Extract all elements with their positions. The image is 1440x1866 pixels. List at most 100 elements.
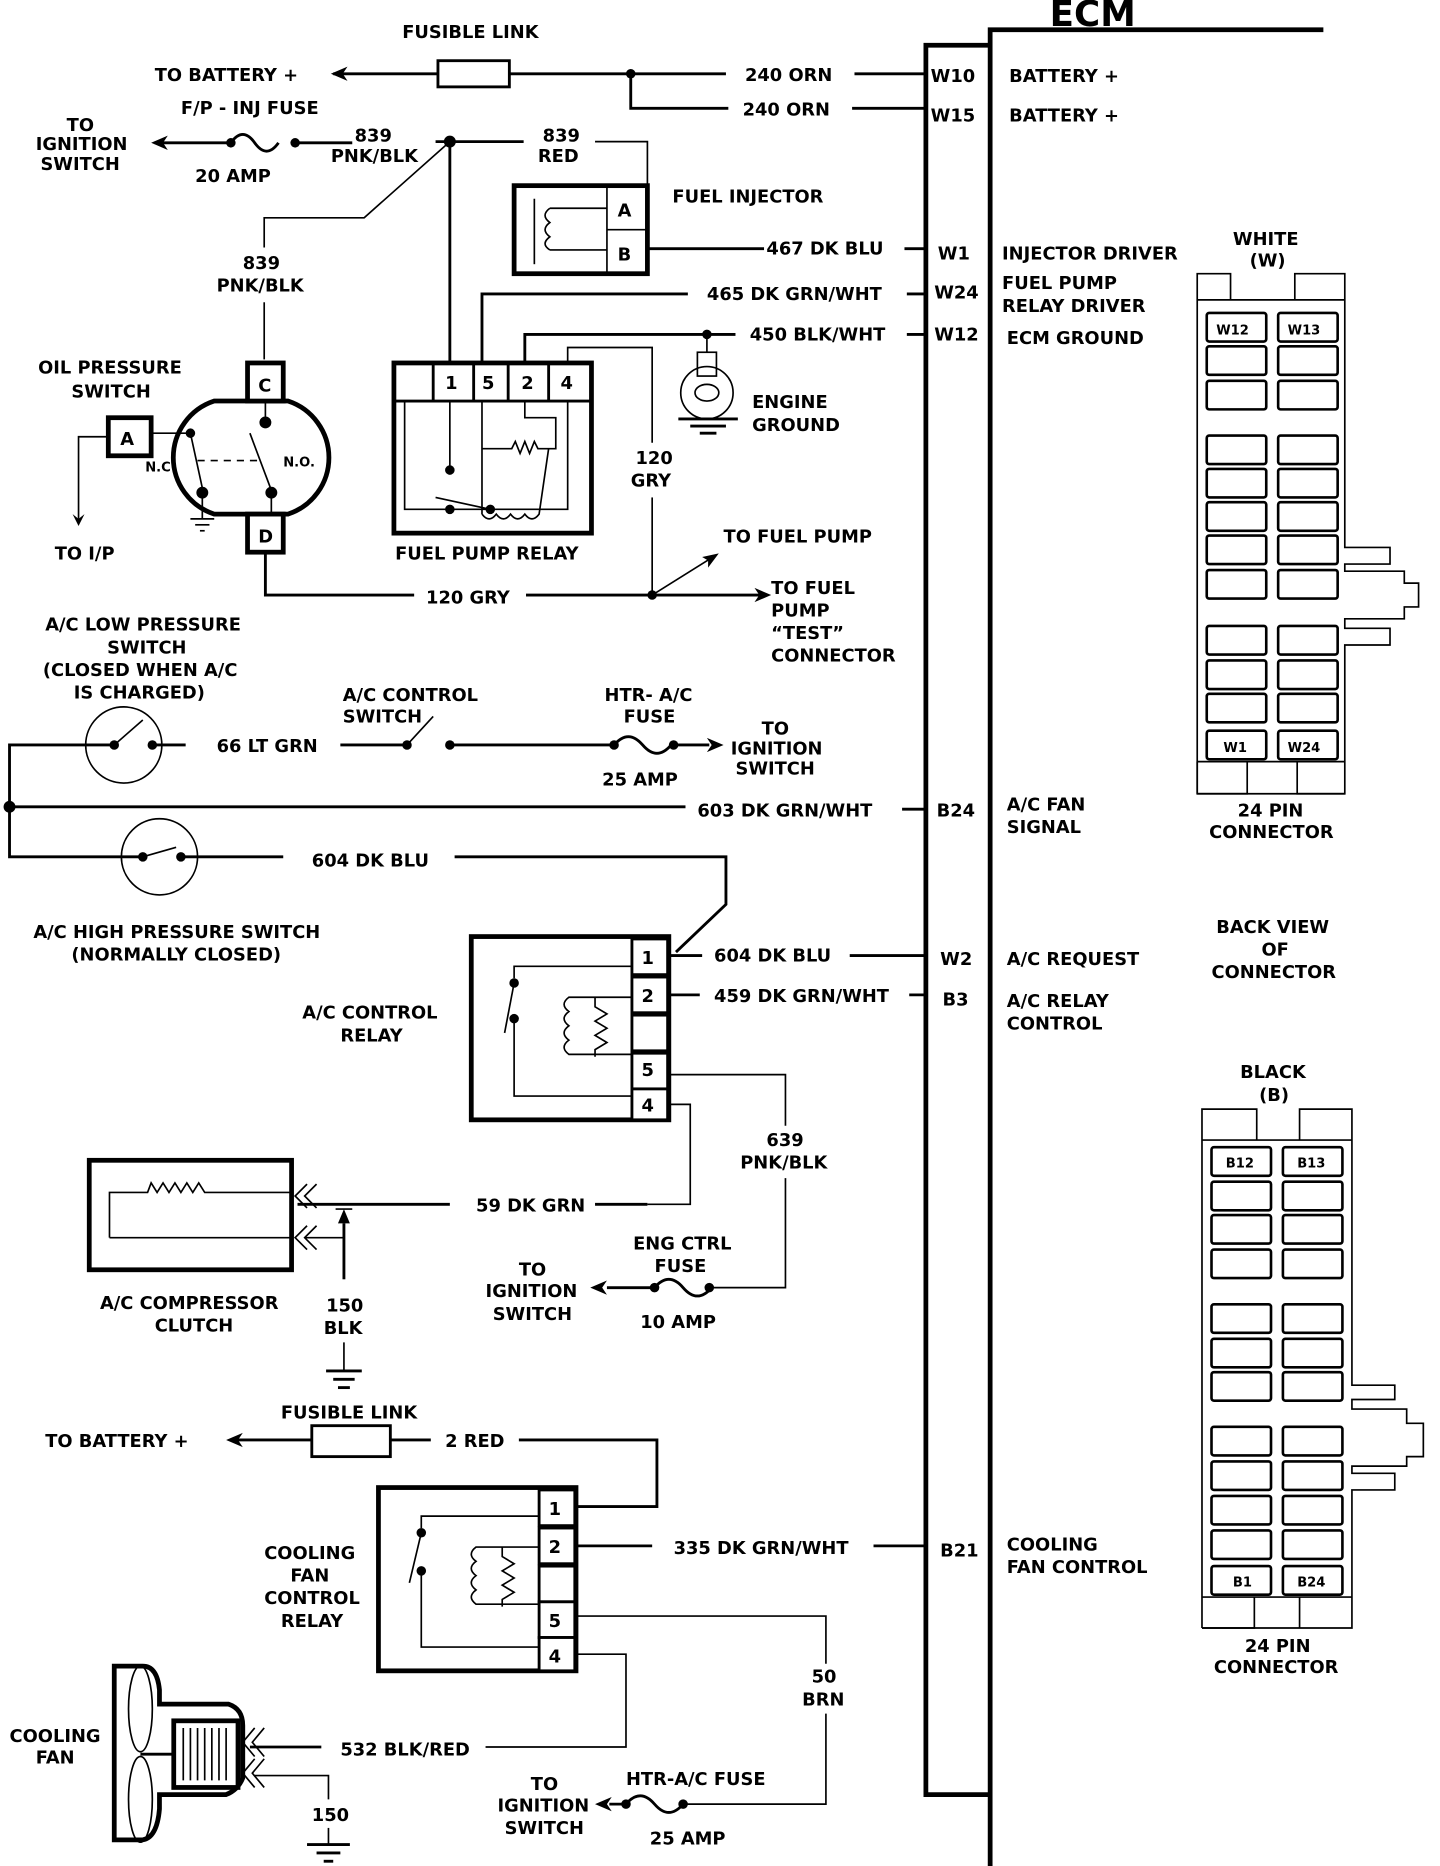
pin-b3-function-1: A/C RELAY (1007, 991, 1110, 1012)
connector-cavity (1210, 1180, 1273, 1212)
arrow-down-icon (72, 514, 85, 527)
arrow-left-icon (595, 1796, 612, 1812)
connector-shell-icon (1196, 272, 1420, 795)
ac-relay-label-2: RELAY (340, 1025, 403, 1046)
to-ign-fan-2: IGNITION (497, 1795, 589, 1816)
clutch-coil-icon (108, 1181, 292, 1239)
connector-cavity (1210, 1213, 1273, 1245)
connector-icon (241, 1727, 265, 1788)
wire-532: 532 BLK/RED (340, 1739, 470, 1760)
wire-839-pnkblk-2: PNK/BLK (217, 276, 305, 297)
fan-relay-pin-1: 1 (549, 1499, 561, 1520)
white-connector-label: CONNECTOR (1209, 822, 1334, 843)
fuse-icon (624, 1794, 685, 1814)
to-ign-eng-2: IGNITION (486, 1281, 578, 1302)
ac-ctrl-switch-2: SWITCH (343, 706, 422, 727)
connector-cavity (1281, 1248, 1344, 1280)
black-pin-b12: B12 (1226, 1156, 1254, 1171)
wire-240-orn-2: 240 ORN (743, 99, 830, 120)
white-pin-w12: W12 (1216, 323, 1249, 338)
fuel-pump-feed: 120 GRY TO FUEL PUMP TO FUEL PUMP “TEST”… (263, 527, 896, 667)
fp-inj-fuse-label: F/P - INJ FUSE (181, 98, 319, 119)
pin-b24: B24 (937, 800, 975, 821)
cooling-fusible-link: FUSIBLE LINK (281, 1403, 418, 1424)
pin-w24: W24 (934, 283, 979, 304)
fuel-pump-relay: 1 5 2 4 FUEL PUMP RELAY 465 DK GRN/WHT 4… (391, 284, 926, 596)
cooling-fan-relay: 1 2 5 4 COOLING FAN CONTROL RELAY 335 DK… (264, 1485, 926, 1805)
connector-cavity (1210, 1460, 1273, 1492)
black-connector-label: CONNECTOR (1214, 1657, 1339, 1678)
cooling-fan: 532 BLK/RED 150 COOLING FAN (10, 1663, 470, 1863)
connector-cavity (1205, 729, 1268, 761)
connector-cavity (1281, 1529, 1344, 1561)
ac-low-4: IS CHARGED) (74, 683, 205, 704)
connector-shell-icon (1201, 1108, 1425, 1629)
pin-b3-function-2: CONTROL (1007, 1013, 1103, 1034)
wire-66: 66 LT GRN (217, 736, 318, 757)
ac-low-2: SWITCH (107, 637, 186, 658)
back-view-2: OF (1261, 940, 1288, 961)
to-ignition-3: SWITCH (40, 154, 119, 175)
ecm-outline (987, 27, 1324, 1866)
connector-cavity (1205, 467, 1268, 499)
to-ign-fan-1: TO (531, 1774, 558, 1795)
splice-dot (625, 69, 636, 79)
connector-cavity (1281, 1145, 1344, 1178)
pin-b24-function-2: SIGNAL (1007, 817, 1081, 838)
oil-pin-c: C (258, 376, 271, 397)
connector-cavity (1276, 659, 1339, 691)
eng-ctrl-fuse-2: FUSE (655, 1256, 707, 1277)
pin-w1: W1 (938, 243, 970, 264)
diode-icon (337, 1209, 350, 1224)
ac-relay-pin-2: 2 (641, 986, 653, 1007)
connector-cavity (1205, 434, 1268, 466)
connector-icon (293, 1183, 318, 1251)
wire-50-color: BRN (802, 1689, 844, 1710)
wire-150-num-2: 150 (312, 1805, 349, 1826)
oil-pressure-switch: OIL PRESSURE SWITCH C D A N.C N.O. TO I/… (38, 358, 332, 564)
ac-high-2: (NORMALLY CLOSED) (71, 944, 281, 965)
connector-cavity (1276, 344, 1339, 377)
oil-pin-a: A (120, 429, 134, 450)
connector-cavity (1205, 379, 1268, 411)
test-connector-4: CONNECTOR (771, 646, 896, 667)
engine-ground-2: GROUND (752, 415, 840, 436)
white-pin-w13: W13 (1288, 323, 1321, 338)
htr-ac-fuse-1: HTR- A/C (605, 685, 693, 706)
oil-pin-d: D (258, 527, 273, 548)
connector-cavity (1210, 1564, 1273, 1596)
pin-w24-function-1: FUEL PUMP (1002, 273, 1117, 294)
fp-relay-pin-4: 4 (561, 373, 573, 394)
white-pin-count: 24 PIN (1238, 800, 1304, 821)
to-ignition-1: TO (67, 115, 94, 136)
ac-low-3: (CLOSED WHEN A/C (43, 660, 238, 681)
fp-relay-pin-5: 5 (482, 373, 494, 394)
pin-b21: B21 (940, 1541, 978, 1562)
connector-cavity (1281, 1564, 1344, 1596)
wire-50-num: 50 (812, 1667, 837, 1688)
pin-w12: W12 (934, 324, 979, 345)
ac-compressor-clutch: 59 DK GRN A/C COMPRESSOR CLUTCH 150 BLK (86, 1157, 648, 1390)
cooling-fan-feed: FUSIBLE LINK TO BATTERY + 2 RED (45, 1403, 659, 1509)
fp-relay-pin-2: 2 (521, 373, 533, 394)
fan-relay-label-1: COOLING (264, 1543, 355, 1564)
fan-relay-pin-5: 5 (549, 1611, 561, 1632)
white-pin-w1: W1 (1223, 741, 1247, 756)
fuse-25-amp-1: 25 AMP (602, 769, 678, 790)
injector-coil-icon (544, 207, 607, 251)
to-ign-ac-1: TO (762, 718, 789, 739)
test-connector-2: PUMP (771, 600, 829, 621)
connector-cavity (1210, 1302, 1273, 1335)
engine-ground-1: ENGINE (752, 392, 828, 413)
ac-high-1: A/C HIGH PRESSURE SWITCH (33, 922, 320, 943)
to-ign-eng-1: TO (519, 1260, 546, 1281)
wire-839-red: RED (538, 146, 579, 167)
ac-relay-label-1: A/C CONTROL (302, 1003, 437, 1024)
connector-cavity (1276, 311, 1339, 343)
connector-cavity (1281, 1302, 1344, 1335)
wire-459: 459 DK GRN/WHT (714, 986, 890, 1007)
fp-relay-pin-1: 1 (445, 373, 457, 394)
pin-w1-function: INJECTOR DRIVER (1002, 243, 1178, 264)
to-ign-fan-3: SWITCH (505, 1818, 584, 1839)
